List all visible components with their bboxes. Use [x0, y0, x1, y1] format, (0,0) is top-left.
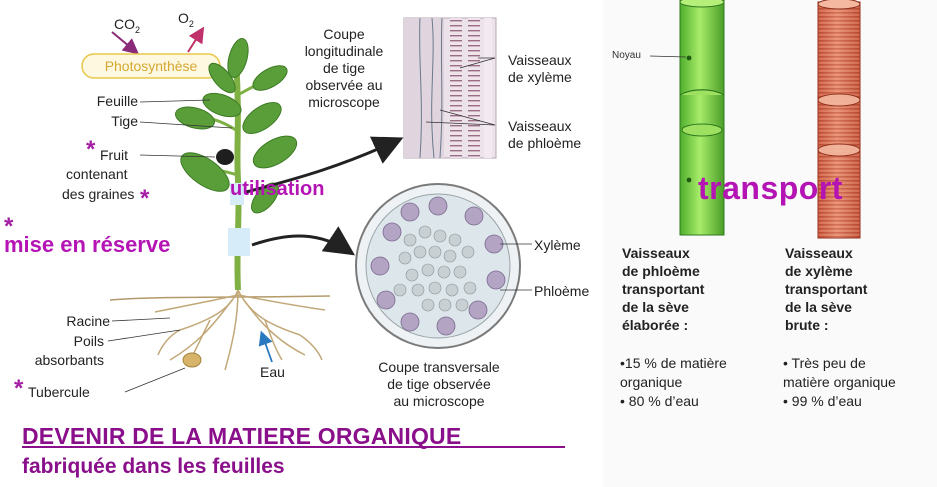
coupe-long-line3: de tige	[322, 60, 366, 76]
graines-star: *	[140, 185, 150, 212]
trans-xyleme-label: Xylème	[534, 237, 581, 253]
long-xyleme-line1: Vaisseaux	[508, 52, 572, 68]
xylem-title-line4: de la sève	[785, 299, 852, 315]
phloem-item-2: • 80 % d’eau	[620, 393, 699, 409]
xylem-vessel	[817, 0, 861, 239]
trans-phloeme-label: Phloème	[534, 283, 590, 299]
co2-arrow	[111, 31, 140, 55]
fruit-shape	[216, 149, 234, 165]
soil-line	[109, 295, 331, 301]
phloem-title-line1: Vaisseaux	[622, 245, 690, 261]
fruit-star: *	[86, 136, 96, 163]
coupe-trans-caption: Coupe transversale de tige observée au m…	[350, 359, 528, 410]
plant-roots	[154, 289, 326, 371]
fruit-label-line1: Fruit	[100, 147, 128, 163]
coupe-long-line5: microscope	[308, 94, 380, 110]
xylem-item-1: • Très peu de	[783, 355, 866, 371]
phloem-title-line2: de phloème	[622, 263, 700, 279]
long-xyleme-label: Vaisseaux de xylème	[508, 52, 572, 86]
arrow-to-longitudinal	[245, 136, 404, 194]
phloem-title: Vaisseaux de phloème transportant de la …	[622, 244, 704, 334]
feuille-label: Feuille	[96, 93, 138, 109]
phloem-item-1-cont: organique	[620, 374, 683, 390]
fruit-label-line3: des graines	[62, 186, 135, 202]
long-phloeme-label: Vaisseaux de phloème	[508, 118, 581, 152]
utilisation-annotation: utilisation	[230, 178, 325, 200]
xylem-title-line3: transportant	[785, 281, 868, 297]
photosynthese-label: Photosynthèse	[104, 58, 198, 74]
long-phloeme-line2: de phloème	[508, 135, 582, 151]
mise-en-reserve-annotation: mise en réserve	[4, 232, 171, 257]
xylem-items: • Très peu de matière organique • 99 % d…	[783, 354, 896, 411]
fruit-label-line2: contenant	[66, 166, 128, 182]
coupe-trans-line1: Coupe transversale	[378, 359, 500, 375]
phloem-title-line4: de la sève	[622, 299, 689, 315]
page-title: DEVENIR DE LA MATIERE ORGANIQUE	[22, 423, 462, 449]
transport-annotation: transport	[698, 170, 843, 206]
xylem-title-line1: Vaisseaux	[785, 245, 853, 261]
vessels-panel-background	[603, 0, 937, 487]
plant-leaves	[175, 38, 298, 214]
racine-label: Racine	[66, 313, 110, 329]
phloem-vessel	[649, 0, 725, 236]
phloem-title-line5: élaborée :	[622, 317, 689, 333]
xylem-item-1-cont: matière organique	[783, 374, 896, 390]
coupe-trans-line3: au microscope	[393, 393, 485, 409]
page-subtitle: fabriquée dans les feuilles	[22, 455, 285, 478]
tubercule-shape	[182, 352, 202, 368]
noyau-label: Noyau	[612, 50, 641, 61]
poils-label-line2: absorbants	[34, 352, 104, 368]
long-phloeme-line1: Vaisseaux	[508, 118, 572, 134]
tubercule-label: Tubercule	[28, 384, 90, 400]
transversal-section	[355, 183, 532, 349]
o2-label: O2	[178, 10, 194, 29]
xylem-title-line5: brute :	[785, 317, 829, 333]
o2-arrow	[187, 26, 205, 53]
coupe-long-line2: longitudinale	[304, 43, 384, 59]
stem-reserve-marker	[228, 228, 250, 256]
poils-label-line1: Poils	[73, 333, 104, 349]
phloem-item-1: •15 % de matière	[620, 355, 727, 371]
tubercule-star: *	[14, 375, 24, 402]
longitudinal-section	[403, 17, 497, 159]
stem-transport-marker	[230, 183, 244, 205]
coupe-trans-line2: de tige observée	[387, 376, 491, 392]
tige-label: Tige	[111, 113, 138, 129]
phloem-title-line3: transportant	[622, 281, 705, 297]
reserve-star: *	[4, 213, 14, 240]
eau-arrow	[258, 330, 273, 363]
coupe-long-line4: observée au	[305, 77, 383, 93]
xylem-title-line2: de xylème	[785, 263, 853, 279]
coupe-long-line1: Coupe	[323, 26, 365, 42]
xylem-title: Vaisseaux de xylème transportant de la s…	[785, 244, 867, 334]
phloem-items: •15 % de matière organique • 80 % d’eau	[620, 354, 727, 411]
eau-label: Eau	[260, 364, 285, 380]
xylem-item-2: • 99 % d’eau	[783, 393, 862, 409]
co2-label: CO2	[114, 16, 141, 35]
coupe-long-caption: Coupe longitudinale de tige observée au …	[286, 26, 402, 111]
long-xyleme-line2: de xylème	[508, 69, 572, 85]
arrow-to-transversal	[251, 226, 355, 256]
